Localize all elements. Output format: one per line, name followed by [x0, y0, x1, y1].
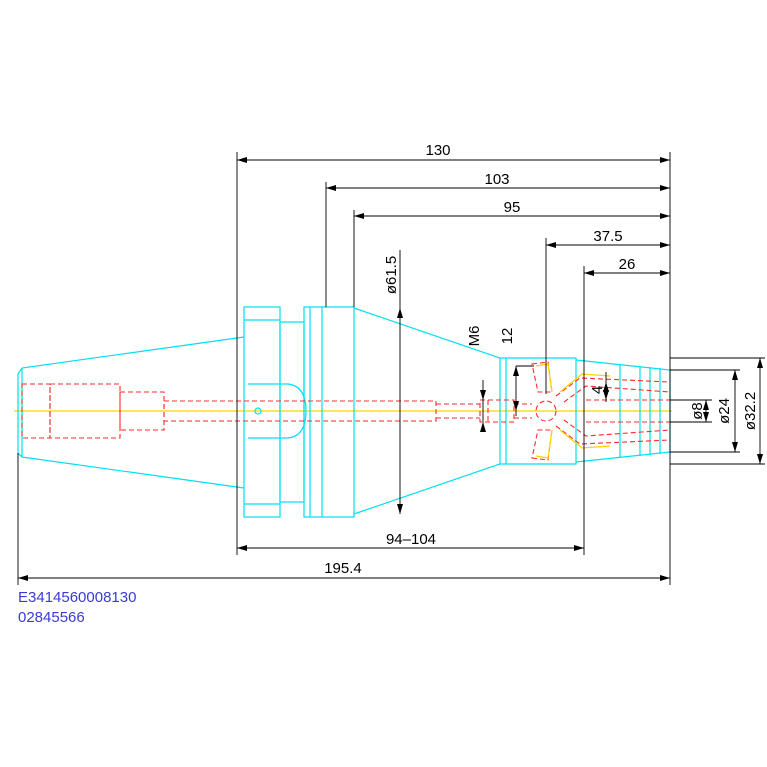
dim-95: 95	[504, 199, 521, 216]
dim-dia-32-2: ø32.2	[742, 392, 759, 430]
dimension-lines	[17, 152, 765, 585]
dimension-arrows	[18, 157, 763, 581]
dim-37-5: 37.5	[593, 228, 622, 245]
item-number: 02845566	[18, 609, 85, 626]
dim-26: 26	[619, 256, 636, 273]
dim-dia-61-5: ø61.5	[383, 256, 400, 294]
dim-dia-24: ø24	[716, 398, 733, 424]
dim-94-104: 94–104	[386, 531, 436, 548]
dim-dia-8: ø8	[689, 402, 706, 420]
order-number: E3414560008130	[18, 589, 136, 606]
holder-outline	[17, 306, 671, 518]
dim-4: 4	[589, 386, 606, 394]
collet-detail	[535, 363, 611, 459]
dim-thread-m6: M6	[466, 326, 483, 347]
dim-130: 130	[425, 142, 450, 159]
dim-195-4: 195.4	[324, 560, 362, 577]
hidden-features	[21, 361, 671, 461]
dim-103: 103	[484, 171, 509, 188]
dim-depth-12: 12	[499, 328, 516, 345]
